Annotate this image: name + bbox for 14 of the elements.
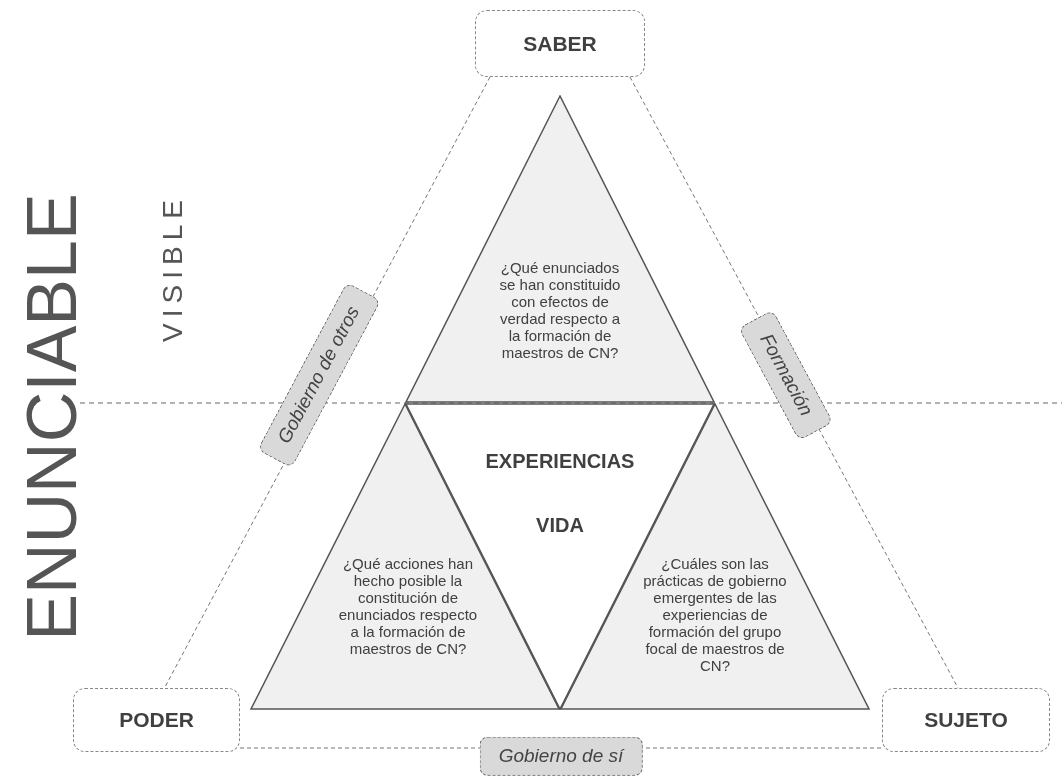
center-label: VIDA (536, 513, 584, 538)
node-label: SABER (523, 30, 597, 57)
dashed-box (73, 688, 240, 752)
dashed-box (475, 10, 645, 77)
dashed-box (882, 688, 1050, 752)
question-text: ¿Qué enunciados se han constituido con efectos de verdad respecto a la formación de maestros de CN? (498, 259, 622, 361)
question-text: ¿Cuáles son las prácticas de gobierno emergentes de las experiencias de formación del grupo focal de maestros de CN? (642, 555, 788, 674)
axis-label: ENUNCIABLE (17, 193, 87, 641)
center-label: EXPERIENCIAS (485, 449, 635, 474)
axis-label: VISIBLE (158, 194, 188, 342)
question-text: ¿Qué acciones han hecho posible la constitución de enunciados respecto a la formación de maestros de CN? (338, 555, 478, 657)
node-label: SUJETO (924, 707, 1008, 734)
node-label: PODER (119, 707, 194, 734)
edge-label: Gobierno de sí (479, 736, 643, 776)
